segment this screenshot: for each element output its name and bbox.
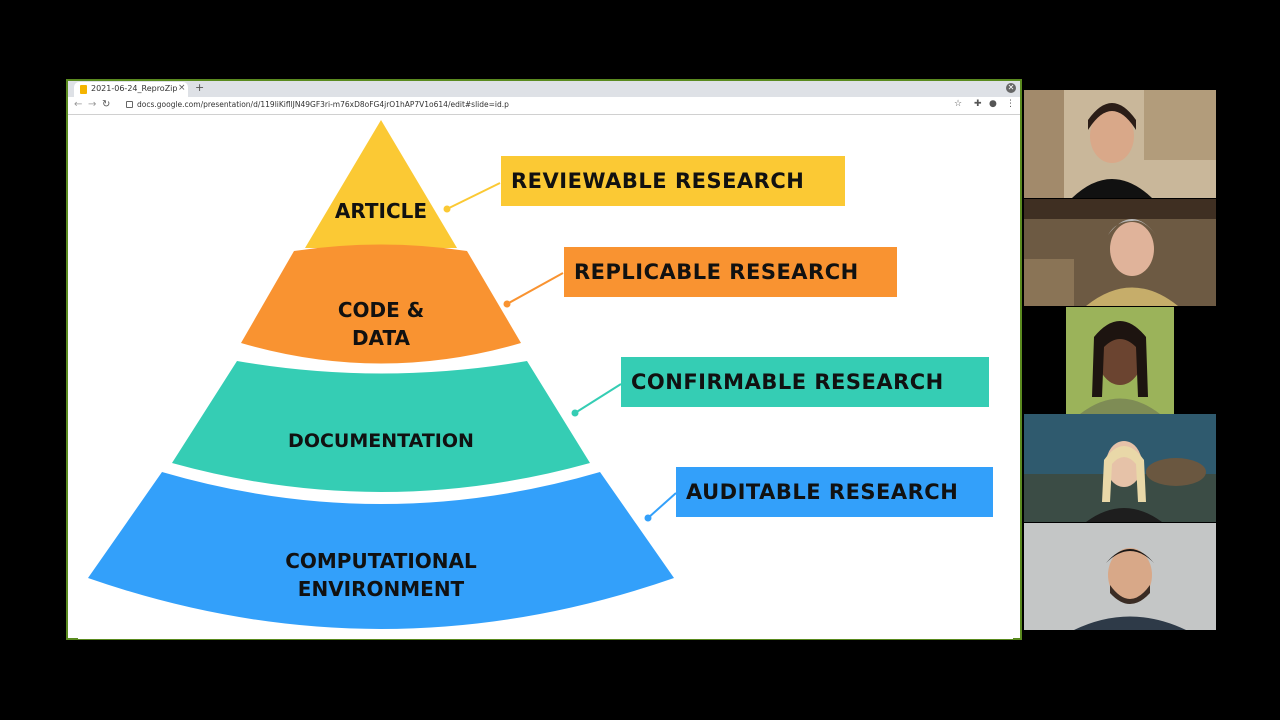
pyramid-tier-documentation xyxy=(172,361,590,492)
tab-title: 2021-06-24_ReproZip xyxy=(91,84,178,93)
tier-documentation-label: DOCUMENTATION xyxy=(288,430,474,452)
pyramid-diagram: ARTICLE CODE & DATA DOCUMENTATION COMPUT… xyxy=(88,120,677,629)
browser-tab[interactable]: 2021-06-24_ReproZip × xyxy=(74,82,188,97)
pyramid-tier-article xyxy=(305,120,457,248)
connector-dot-1 xyxy=(443,205,451,213)
browser-tab-bar: 2021-06-24_ReproZip × + ✕ xyxy=(68,81,1020,97)
participant-video-3 xyxy=(1024,307,1216,414)
forward-arrow-icon[interactable]: → xyxy=(88,99,97,110)
window-close-icon[interactable]: ✕ xyxy=(1006,83,1016,93)
connector-line-3 xyxy=(574,383,622,414)
tier-code-data-label-line1: CODE & xyxy=(338,298,424,322)
participant-tile-3[interactable] xyxy=(1024,307,1216,414)
connector-dot-2 xyxy=(503,300,511,308)
label-replicable-research: REPLICABLE RESEARCH xyxy=(564,247,897,297)
participant-video-1 xyxy=(1024,90,1216,198)
participant-tile-2[interactable] xyxy=(1024,199,1216,306)
slides-favicon-icon xyxy=(80,85,87,94)
reload-icon[interactable]: ↻ xyxy=(102,99,111,110)
address-bar[interactable]: docs.google.com/presentation/d/119liKifl… xyxy=(137,100,509,109)
connector-line-2 xyxy=(506,272,564,305)
participant-tile-5[interactable] xyxy=(1024,523,1216,630)
connector-line-1 xyxy=(446,182,501,210)
connector-line-4 xyxy=(647,492,677,519)
connector-dot-3 xyxy=(571,409,579,417)
shared-screen: 2021-06-24_ReproZip × + ✕ ← → ↻ docs.goo… xyxy=(66,79,1022,640)
participant-tile-1[interactable] xyxy=(1024,90,1216,198)
tier-code-data-label-line2: DATA xyxy=(352,326,411,350)
label-confirmable-research: CONFIRMABLE RESEARCH xyxy=(621,357,989,407)
browser-toolbar: ← → ↻ docs.google.com/presentation/d/119… xyxy=(68,97,1020,115)
participant-video-2 xyxy=(1024,199,1216,306)
connector-dot-4 xyxy=(644,514,652,522)
participant-tile-4[interactable] xyxy=(1024,414,1216,522)
back-arrow-icon[interactable]: ← xyxy=(74,99,83,110)
label-reviewable-research: REVIEWABLE RESEARCH xyxy=(501,156,845,206)
tier-article-label: ARTICLE xyxy=(335,199,427,223)
extensions-icon[interactable]: ✚ xyxy=(974,99,982,109)
menu-icon[interactable]: ⋮ xyxy=(1006,99,1015,109)
participant-video-4 xyxy=(1024,414,1216,522)
star-icon[interactable]: ☆ xyxy=(954,99,963,109)
tab-close-button[interactable]: × xyxy=(178,83,186,93)
presentation-slide: ARTICLE CODE & DATA DOCUMENTATION COMPUT… xyxy=(78,116,1013,639)
tier-environment-label-line2: ENVIRONMENT xyxy=(298,577,465,601)
lock-icon xyxy=(126,101,133,108)
pyramid-tier-computational-environment xyxy=(88,472,674,629)
new-tab-button[interactable]: + xyxy=(195,81,205,94)
profile-icon[interactable]: ● xyxy=(989,99,997,109)
pyramid-tier-code-data xyxy=(241,244,521,364)
label-auditable-research: AUDITABLE RESEARCH xyxy=(676,467,993,517)
tier-computational-label-line1: COMPUTATIONAL xyxy=(285,549,477,573)
participant-video-5 xyxy=(1024,523,1216,630)
